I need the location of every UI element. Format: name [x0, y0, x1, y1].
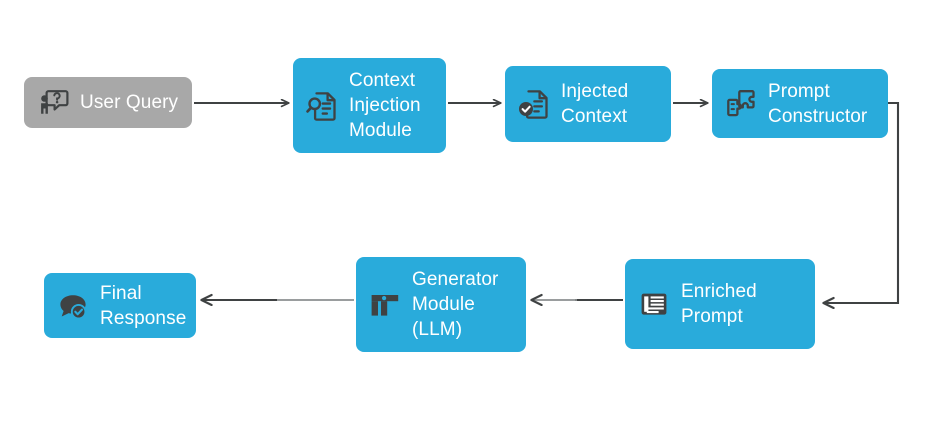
document-search-icon [305, 89, 339, 123]
node-label-context-injection-module: Context Injection Module [349, 70, 421, 141]
document-check-icon [517, 87, 551, 121]
node-enriched-prompt[interactable]: Enriched Prompt [625, 259, 815, 349]
node-label-injected-context: Injected Context [561, 81, 629, 127]
node-label-user-query: User Query [80, 92, 179, 113]
node-context-injection-module[interactable]: Context Injection Module [293, 58, 446, 153]
llm-blocks-icon [368, 288, 402, 322]
node-prompt-constructor[interactable]: Prompt Constructor [712, 69, 888, 138]
node-label-generator-module: Generator Module (LLM) [412, 269, 499, 340]
node-label-enriched-prompt: Enriched Prompt [681, 281, 757, 327]
chat-bubble-check-icon [56, 289, 90, 323]
node-label-prompt-constructor: Prompt Constructor [768, 80, 868, 127]
puzzle-pieces-icon [724, 87, 758, 121]
node-user-query[interactable]: User Query [24, 77, 192, 128]
person-question-bubble-icon [36, 86, 70, 120]
node-generator-module[interactable]: Generator Module (LLM) [356, 257, 526, 352]
node-label-final-response: Final Response [100, 282, 187, 329]
article-document-icon [637, 287, 671, 321]
node-final-response[interactable]: Final Response [44, 273, 196, 338]
node-injected-context[interactable]: Injected Context [505, 66, 671, 142]
